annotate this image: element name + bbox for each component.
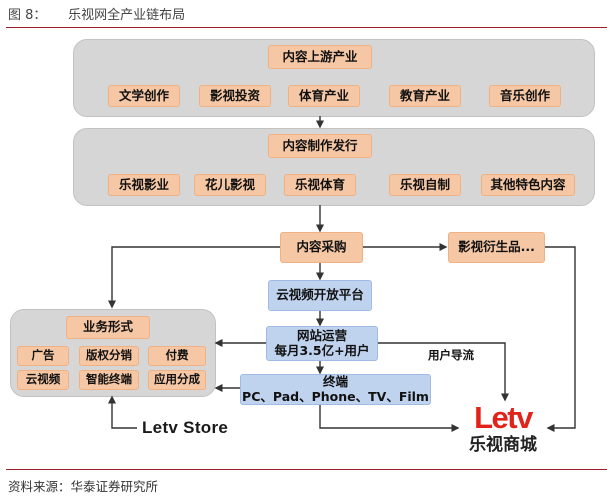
terminal-box: 终端 PC、Pad、Phone、TV、Film (240, 374, 431, 405)
website-operation-label: 网站运营 (296, 328, 347, 344)
upstream-item-education: 教育产业 (389, 85, 461, 107)
upstream-header: 内容上游产业 (268, 45, 372, 69)
business-item-cloud-video: 云视频 (17, 370, 69, 390)
business-header: 业务形式 (66, 316, 150, 339)
upstream-item-sports: 体育产业 (288, 85, 360, 107)
logo-subtitle: 乐视商城 (469, 435, 537, 455)
source-note: 资料来源：华泰证券研究所 (8, 479, 159, 494)
terminal-label: 终端 (322, 374, 348, 390)
production-item-letv-originals: 乐视自制 (389, 174, 461, 196)
upstream-item-music: 音乐创作 (489, 85, 561, 107)
monthly-users-label: 每月3.5亿+用户 (274, 342, 370, 358)
logo-wordmark: Letv (474, 400, 533, 435)
derivative-products-box: 影视衍生品... (448, 232, 545, 263)
upstream-item-film-investment: 影视投资 (199, 85, 271, 107)
business-item-licensing: 版权分销 (79, 346, 139, 366)
website-operation-box: 网站运营 每月3.5亿+用户 (266, 326, 378, 361)
figure-title: 图 8： 乐视网全产业链布局 (8, 4, 185, 23)
production-item-other-content: 其他特色内容 (481, 174, 575, 196)
letv-store-label: Letv Store (142, 418, 229, 437)
production-item-letv-sports: 乐视体育 (284, 174, 356, 196)
business-item-app-revenue-share: 应用分成 (148, 370, 206, 390)
upstream-item-literature: 文学创作 (108, 85, 180, 107)
cloud-video-platform-box: 云视频开放平台 (268, 280, 372, 311)
user-traffic-label: 用户导流 (428, 348, 474, 362)
production-header: 内容制作发行 (268, 134, 372, 158)
letv-mall-logo: Letv 乐视商城 (462, 402, 544, 458)
production-item-letv-pictures: 乐视影业 (108, 174, 180, 196)
terminal-devices-label: PC、Pad、Phone、TV、Film (242, 388, 429, 404)
header-rule (6, 27, 607, 28)
footer-rule (6, 469, 607, 470)
content-purchase-box: 内容采购 (280, 232, 363, 263)
business-item-paid: 付费 (148, 346, 206, 366)
figure-number: 图 8： (8, 8, 47, 23)
figure-caption: 乐视网全产业链布局 (68, 8, 186, 23)
production-item-huaer-film: 花儿影视 (194, 174, 266, 196)
business-item-smart-terminal: 智能终端 (79, 370, 139, 390)
business-item-ads: 广告 (17, 346, 69, 366)
